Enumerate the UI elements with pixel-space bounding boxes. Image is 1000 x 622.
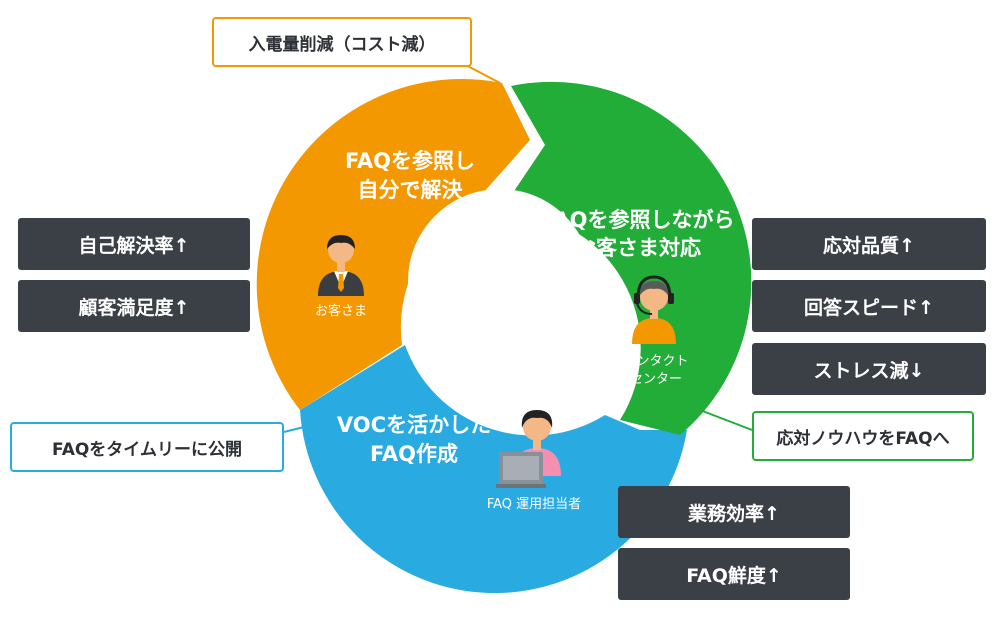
benefit-label: FAQ鮮度↑ bbox=[686, 564, 782, 587]
knowhow-callout: 応対ノウハウをFAQへ bbox=[752, 411, 974, 461]
benefit-label: 回答スピード↑ bbox=[804, 296, 934, 319]
contact-title-line1: FAQを参照しながら bbox=[541, 208, 734, 232]
benefit-label: ストレス減↓ bbox=[813, 359, 925, 382]
benefit-label: 応対品質↑ bbox=[823, 234, 915, 257]
customer-title-line1: FAQを参照し bbox=[345, 149, 475, 173]
operator-title-line1: VOCを活かした bbox=[337, 413, 491, 437]
operator-title-line2: FAQ作成 bbox=[370, 442, 458, 466]
benefit-self-solve-rate: 自己解決率↑ bbox=[18, 218, 250, 270]
faq-publish-text: FAQをタイムリーに公開 bbox=[52, 439, 242, 460]
contact-role-label-line1: コンタクト bbox=[623, 354, 688, 369]
contact-title-line2: お客さま対応 bbox=[575, 236, 701, 260]
knowhow-text: 応対ノウハウをFAQへ bbox=[776, 428, 950, 449]
operator-role-label: FAQ 運用担当者 bbox=[487, 497, 581, 512]
operator-headset-icon bbox=[632, 275, 676, 344]
benefit-label: 顧客満足度↑ bbox=[78, 296, 190, 319]
benefit-stress-reduction: ストレス減↓ bbox=[752, 343, 986, 395]
faq-publish-callout: FAQをタイムリーに公開 bbox=[10, 422, 284, 472]
energy-reduction-callout: 入電量削減（コスト減） bbox=[212, 17, 472, 67]
contact-role-label-line2: センター bbox=[630, 372, 682, 387]
benefit-customer-satisfaction: 顧客満足度↑ bbox=[18, 280, 250, 332]
faq-operator-segment bbox=[300, 345, 687, 594]
customer-segment bbox=[256, 79, 530, 410]
customer-role-label: お客さま bbox=[315, 303, 367, 319]
benefit-response-quality: 応対品質↑ bbox=[752, 218, 986, 270]
benefit-faq-freshness: FAQ鮮度↑ bbox=[618, 548, 850, 600]
benefit-work-efficiency: 業務効率↑ bbox=[618, 486, 850, 538]
knowhow-callout-pointer bbox=[699, 409, 753, 431]
energy-reduction-text: 入電量削減（コスト減） bbox=[248, 34, 436, 55]
ring-center-hole bbox=[408, 189, 592, 373]
person-at-computer-icon bbox=[496, 410, 561, 488]
benefit-label: 業務効率↑ bbox=[688, 502, 780, 525]
businessman-icon bbox=[318, 235, 364, 296]
contact-center-segment bbox=[500, 81, 752, 435]
benefit-label: 自己解決率↑ bbox=[78, 234, 190, 257]
customer-title-line2: 自分で解決 bbox=[358, 178, 464, 202]
benefit-answer-speed: 回答スピード↑ bbox=[752, 280, 986, 332]
